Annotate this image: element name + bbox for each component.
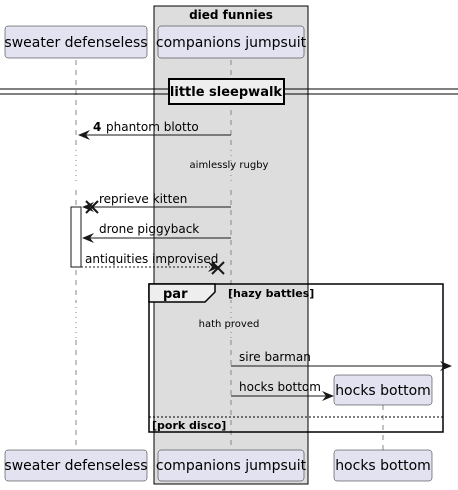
delay-segments: [74, 150, 233, 340]
message-label: antiquities improvised: [85, 252, 218, 266]
participant-label: hocks bottom: [335, 458, 431, 474]
participant-hocks-bottom-bottom: hocks bottom: [333, 449, 433, 482]
divider-label: little sleepwalk: [170, 85, 283, 100]
message-antiquities-improvised: antiquities improvised: [81, 252, 225, 275]
message-label: hocks bottom: [239, 380, 321, 394]
delay-label-aimlessly-rugby: aimlessly rugby: [190, 160, 269, 171]
message-reprieve-kitten: reprieve kitten: [82, 192, 231, 214]
message-label: sire barman: [239, 350, 311, 364]
participant-sweater-defenseless-bottom: sweater defenseless: [4, 449, 148, 482]
delay-label-hath-proved: hath proved: [199, 319, 260, 330]
participant-label: companions jumpsuit: [156, 458, 307, 474]
message-sire-barman: sire barman: [231, 350, 452, 371]
message-label: reprieve kitten: [99, 192, 187, 206]
divider-little-sleepwalk: little sleepwalk: [0, 78, 458, 105]
message-hocks-bottom: hocks bottom: [231, 380, 334, 401]
par-frame: par [hazy battles] [pork disco]: [148, 283, 444, 433]
participant-companions-jumpsuit-top: companions jumpsuit: [156, 25, 307, 59]
participant-hocks-bottom-mid: hocks bottom: [333, 374, 433, 406]
participant-label: sweater defenseless: [4, 458, 147, 474]
message-drone-piggyback: drone piggyback: [82, 222, 231, 243]
destroy-x-icon: [211, 261, 225, 275]
message-phantom-blotto: 4 phantom blotto: [78, 120, 231, 140]
participant-sweater-defenseless-top: sweater defenseless: [4, 25, 148, 59]
par-guard-hazy-battles: [hazy battles]: [228, 287, 314, 300]
participant-label: hocks bottom: [335, 383, 431, 399]
message-number: 4: [93, 120, 101, 134]
group-box-title: died funnies: [189, 8, 273, 22]
message-label: drone piggyback: [99, 222, 199, 236]
destroy-x-icon: [85, 200, 99, 214]
participant-companions-jumpsuit-bottom: companions jumpsuit: [156, 449, 307, 482]
par-guard-pork-disco: [pork disco]: [152, 419, 226, 432]
participant-label: companions jumpsuit: [156, 35, 307, 51]
message-label: phantom blotto: [106, 120, 199, 134]
participant-label: sweater defenseless: [4, 35, 147, 51]
activation-bar: [70, 206, 82, 268]
par-keyword: par: [163, 287, 188, 302]
